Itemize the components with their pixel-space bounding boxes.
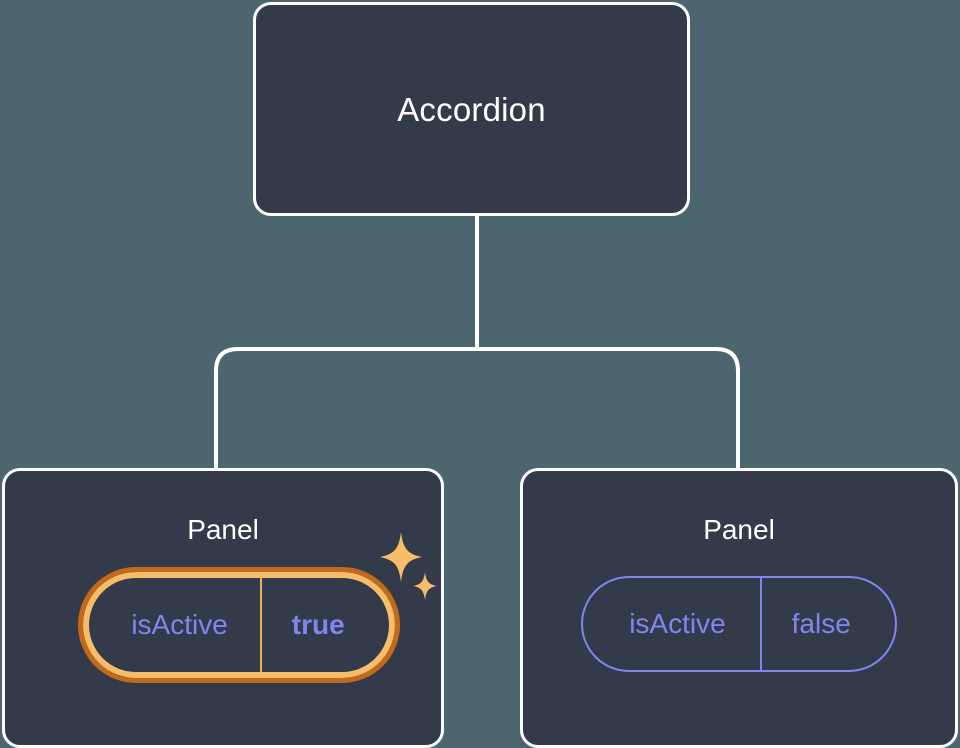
node-panel-active[interactable]: Panel isActive true xyxy=(2,468,444,748)
prop-pill-isactive-false[interactable]: isActive false xyxy=(581,576,897,672)
prop-pill-wrapper: isActive false xyxy=(581,576,897,672)
prop-pill-wrapper: isActive true xyxy=(78,532,437,683)
prop-pill-isactive-true[interactable]: isActive true xyxy=(78,567,400,683)
node-title: Panel xyxy=(187,514,259,545)
prop-value: true xyxy=(259,578,389,672)
sparkle-small-icon xyxy=(412,572,437,600)
node-title: Panel xyxy=(703,514,775,545)
node-title: Accordion xyxy=(397,90,546,128)
prop-key: isActive xyxy=(131,609,228,640)
sparkle-large-icon xyxy=(379,532,422,582)
node-accordion[interactable]: Accordion xyxy=(253,2,690,216)
node-panel-inactive[interactable]: Panel isActive false xyxy=(520,468,958,748)
prop-value: false xyxy=(759,578,895,670)
connector-split-bar xyxy=(214,347,740,470)
prop-key: isActive xyxy=(629,608,726,639)
